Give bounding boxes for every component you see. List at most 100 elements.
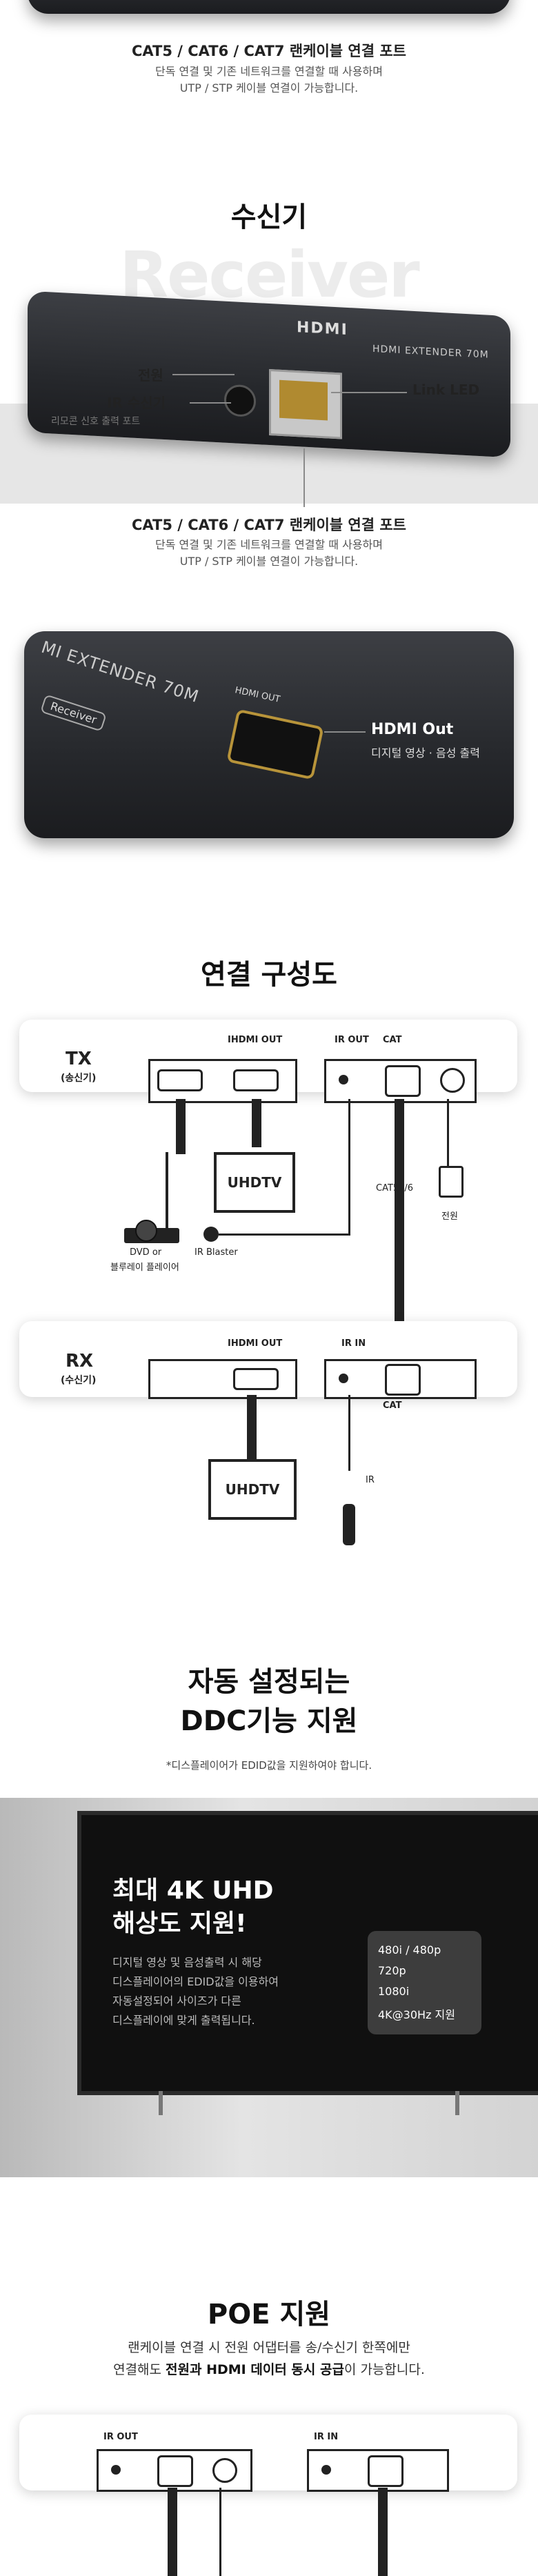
ddc-screen-desc-4: 디스플레이에 맞게 출력됩니다. [112,2014,255,2027]
ddc-tv-stand-2 [455,2091,459,2115]
power-wire [447,1099,449,1168]
rx-ir-label: IR [366,1475,375,1485]
ddc-screen-title-1: 최대 4K UHD [112,1876,274,1905]
rx-lan-port [385,1364,421,1396]
ddc-res-3: 1080i [378,1985,410,1998]
tx-hdmi-port-1 [157,1069,203,1091]
ddc-title-2: DDC기능 지원 [180,1705,358,1737]
tx-lan-port [385,1065,421,1097]
ddc-res-2: 720p [378,1964,406,1977]
receiver-brand: HDMI [297,319,348,339]
poe-desc-1: 랜케이블 연결 시 전원 어댑터를 송/수신기 한쪽에만 [128,2340,410,2355]
poe-desc-2-bold: 전원과 HDMI 데이터 동시 공급 [166,2362,344,2377]
ddc-res-1: 480i / 480p [378,1943,441,1956]
rx-cat-label: CAT [383,1400,402,1411]
cat-cable-label: CAT5E/6 [376,1183,414,1193]
receiver-device-2: MI EXTENDER 70M Receiver HDMI OUT [24,631,514,838]
tx-hdmi-port-2 [233,1069,279,1091]
rx-ir-in-label: IR IN [341,1338,366,1349]
poe-right-ir-jack [321,2465,331,2475]
dvd-disc-icon [135,1220,157,1242]
tx-hdmi-cable-1 [176,1099,186,1154]
tx-power-jack [440,1068,465,1093]
rx-ir-jack [339,1374,348,1383]
tx-label: TX [66,1049,92,1069]
rx-hdmi-panel [148,1359,297,1399]
receiver-ir-sub: 리모콘 신호 출력 포트 [51,416,141,427]
receiver-device: HDMI HDMI EXTENDER 70M [28,290,510,458]
poe-right-lan-port [368,2455,404,2487]
poe-desc-2-pre: 연결해도 [113,2362,166,2377]
receiver-port-line [303,448,305,507]
tx-sub: (송신기) [61,1073,97,1084]
tx-cat-label: CAT [383,1035,402,1045]
rx-ir-wire [348,1395,350,1471]
receiver-linkled-callout: Link LED [412,382,480,398]
tx-hdmi-out-label: IHDMI OUT [228,1035,283,1045]
tx-ir-jack [339,1075,348,1084]
tx-dvd-cable [166,1152,168,1228]
tx-hdmi-cable-2 [252,1099,261,1147]
ir-blaster-wire-v [348,1099,350,1236]
poe-left-wire [219,2488,221,2576]
receiver-power-jack [224,384,256,418]
receiver-ir-callout: IR 수신기 [107,395,166,411]
ddc-screen-title-2: 해상도 지원! [112,1910,247,1938]
ddc-screen-desc-1: 디지털 영상 및 음성출력 시 해당 [112,1956,262,1969]
receiver2-hdmi-out-label: HDMI Out [371,721,454,738]
ir-blaster-wire-h [219,1233,350,1236]
poe-ir-out-label: IR OUT [103,2432,138,2442]
receiver-title: 수신기 [230,201,308,233]
poe-left-cable [168,2488,177,2576]
ddc-resolution-card: 480i / 480p 720p 1080i 4K@30Hz 지원 [368,1931,481,2034]
poe-left-panel [97,2449,252,2492]
ddc-screen-desc-2: 디스플레이어의 EDID값을 이용하여 [112,1975,279,1988]
power-adapter [439,1166,464,1198]
dvd-label-1: DVD or [130,1247,162,1258]
receiver-port-title: CAT5 / CAT6 / CAT7 랜케이블 연결 포트 [132,517,406,533]
receiver2-hdmi-port [226,709,324,780]
ir-blaster-label: IR Blaster [195,1247,238,1258]
ddc-tv: 최대 4K UHD 해상도 지원! 디지털 영상 및 음성출력 시 해당 디스플… [77,1811,538,2095]
receiver-lan-inner [279,379,328,421]
poe-ir-in-label: IR IN [314,2432,339,2442]
poe-right-panel [307,2449,449,2492]
cat-cable [395,1099,404,1327]
rx-right-panel [324,1359,477,1399]
ddc-screen-desc-3: 자동설정되어 사이즈가 다른 [112,1994,241,2008]
receiver-port-desc-2: UTP / STP 케이블 연결이 가능합니다. [179,555,359,568]
receiver2-line [324,731,366,733]
tx-tv: UHDTV [214,1152,295,1213]
poe-title: POE 지원 [207,2299,331,2330]
receiver-power-callout: 전원 [138,367,163,384]
receiver-ir-line [190,402,231,404]
top-port-desc-2: UTP / STP 케이블 연결이 가능합니다. [179,81,359,95]
top-port-title: CAT5 / CAT6 / CAT7 랜케이블 연결 포트 [132,43,406,59]
receiver-power-line [172,374,235,375]
ddc-tv-stand-1 [159,2091,163,2115]
receiver2-badge: Receiver [40,694,108,732]
receiver-model: HDMI EXTENDER 70M [372,343,489,361]
tx-ir-out-label: IR OUT [335,1035,369,1045]
rx-sub: (수신기) [61,1375,97,1386]
rx-hdmi-out-label: IHDMI OUT [228,1338,283,1349]
receiver-port-desc-1: 단독 연결 및 기존 네트워크를 연결할 때 사용하며 [155,538,383,551]
rx-hdmi-port [233,1368,279,1390]
ir-blaster-icon [203,1227,219,1242]
poe-left-lan-port [157,2455,193,2487]
ddc-title-1: 자동 설정되는 [188,1666,350,1698]
receiver2-hdmi-out-sub: 디지털 영상 · 음성 출력 [371,746,480,760]
top-section: CAT5 / CAT6 / CAT7 랜케이블 연결 포트 단독 연결 및 기존… [0,0,538,103]
ddc-res-4: 4K@30Hz 지원 [378,2008,455,2021]
tx-hdmi-panel [148,1059,297,1103]
poe-desc-2-post: 이 가능합니다. [343,2362,425,2377]
rx-remote [343,1504,355,1545]
top-device [28,0,510,14]
connection-title: 연결 구성도 [201,959,337,991]
rx-tv: UHDTV [208,1459,297,1520]
receiver2-model: MI EXTENDER 70M [39,637,202,707]
poe-left-ir-jack [111,2465,121,2475]
tx-right-panel [324,1059,477,1103]
ddc-note: *디스플레이어가 EDID값을 지원하여야 합니다. [166,1759,372,1772]
receiver-linkled-line [331,392,407,393]
